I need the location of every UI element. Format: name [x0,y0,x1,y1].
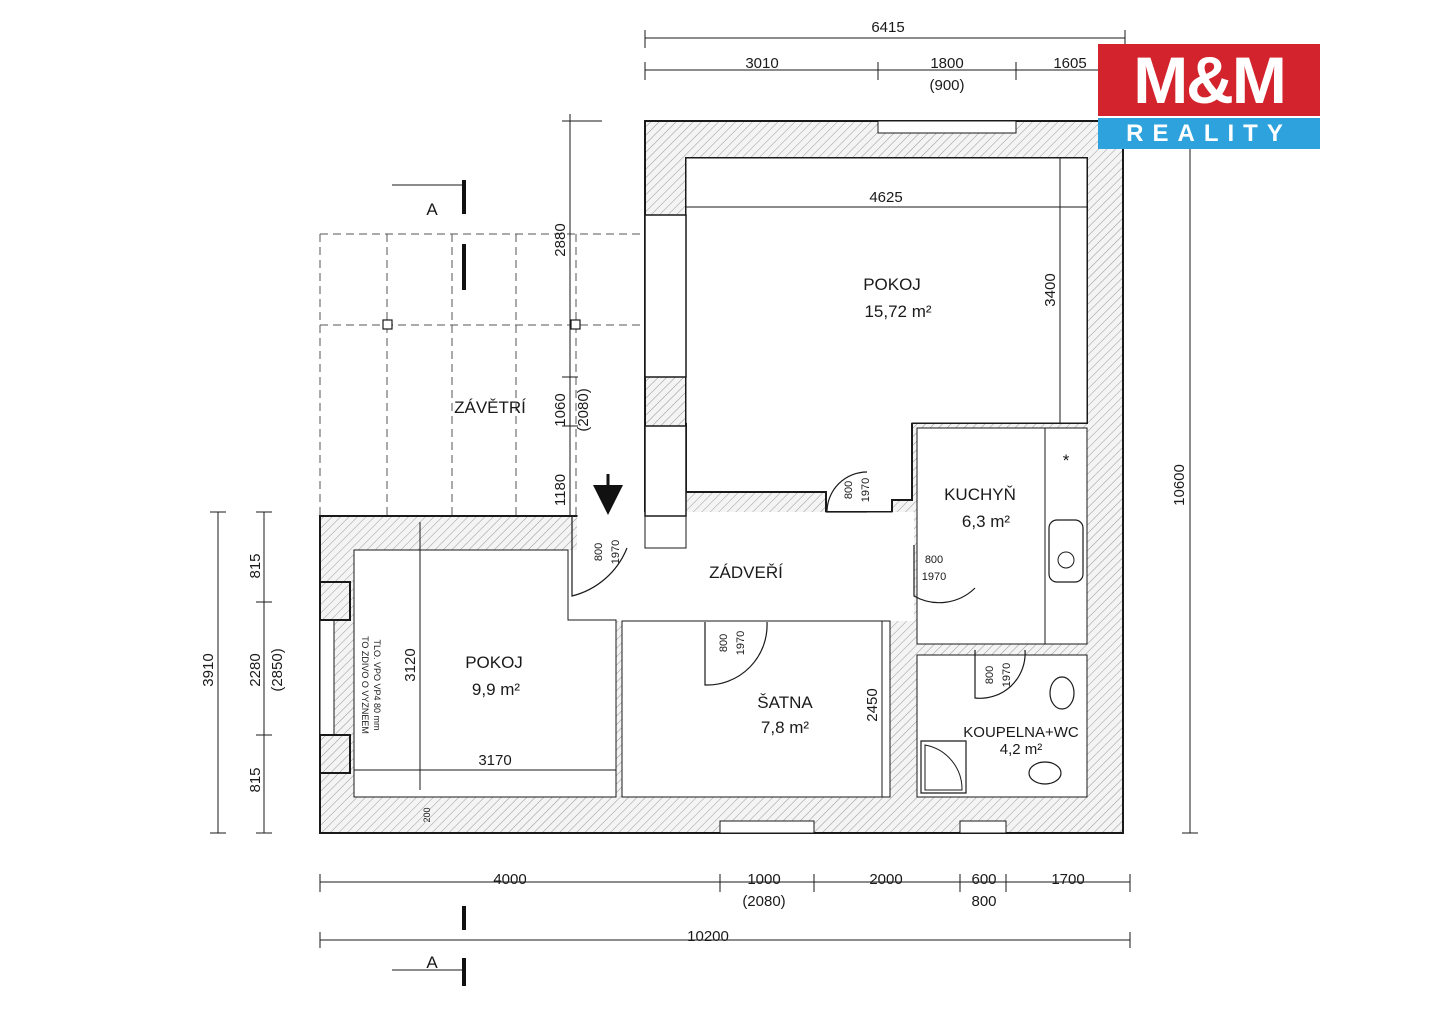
dim-satna-h: 2450 [864,688,881,721]
insulation-note-1: TO ZDIVO O VYZNEEM [360,636,370,734]
dim-outer-left-b: 2280 [247,653,264,686]
section-mark-bottom: A [426,953,438,972]
dim-bottom-d: 600 [971,871,996,888]
dimension-texts: 6415 3010 1800 (900) 1605 4625 3400 1060… [200,19,1188,945]
dim-bottom-e: 1700 [1051,871,1084,888]
door-entry-w: 800 [593,543,605,561]
dim-left-col-b: 1060 [552,393,569,426]
dim-bottom-c: 2000 [869,871,902,888]
dim-bottom-b: 1000 [747,871,780,888]
room-zavetri-name: ZÁVĚTRÍ [454,398,526,417]
dim-top-a: 3010 [745,55,778,72]
room-pokoj-small-area: 9,9 m² [472,680,521,699]
dim-inner-width-big: 4625 [869,189,902,206]
room-labels: POKOJ 15,72 m² POKOJ 9,9 m² KUCHYŇ 6,3 m… [454,275,1079,758]
dim-top-b: 1800 [930,55,963,72]
room-pokoj-small-name: POKOJ [465,653,523,672]
dim-small-room-h: 3120 [402,648,419,681]
room-zadveri-name: ZÁDVEŘÍ [709,563,783,582]
room-koupelna-name: KOUPELNA+WC [963,724,1079,741]
dim-outer-left-a: 815 [247,553,264,578]
dim-outer-left-total: 3910 [200,653,217,686]
dim-left-col-c: 1180 [552,474,569,506]
door-koupelna-w: 800 [984,666,996,684]
dimension-lines [210,30,1198,948]
dim-top-total: 6415 [871,19,904,36]
dim-small-room-w: 3170 [478,752,511,769]
door-pokoj-h: 1970 [860,478,872,502]
room-pokoj-big-area: 15,72 m² [864,302,931,321]
room-pokoj-big-name: POKOJ [863,275,921,294]
dim-right-total: 10600 [1171,464,1188,506]
door-satna-w: 800 [718,634,730,652]
door-satna-h: 1970 [735,631,747,655]
dim-left-col-a: 2880 [552,223,569,256]
insulation-note-2: TLO. VPO VP4 80 mm [372,639,382,730]
door-entry-h: 1970 [610,540,622,564]
room-koupelna-area: 4,2 m² [1000,741,1043,758]
dim-bottom-b-sub: (2080) [742,893,785,910]
door-kuchyn-w: 800 [925,554,943,566]
room-kuchyn-area: 6,3 m² [962,512,1011,531]
insulation-note: TO ZDIVO O VYZNEEM TLO. VPO VP4 80 mm [360,636,382,734]
dim-outer-left-b-sub: (2850) [269,648,286,691]
room-satna-name: ŠATNA [757,693,813,712]
room-satna-area: 7,8 m² [761,718,810,737]
door-kuchyn-h: 1970 [922,571,946,583]
fridge-icon: * [1063,451,1070,470]
dim-inner-height-big: 3400 [1042,273,1059,306]
door-pokoj-w: 800 [843,481,855,499]
dim-top-c: 1605 [1053,55,1086,72]
brand-logo: M&M REALITY [1098,44,1320,149]
door-labels: 800 1970 800 1970 800 1970 800 1970 800 … [593,478,1013,687]
dim-bottom-d-sub: 800 [971,893,996,910]
section-mark-top: A [426,200,438,219]
terrace-grid [319,233,645,516]
brand-logo-sub: REALITY [1098,118,1320,149]
doors [571,471,1026,699]
section-marks: A A [392,180,466,986]
dim-outer-left-c: 815 [247,767,264,792]
fixtures: * [920,427,1088,794]
door-koupelna-h: 1970 [1001,663,1013,687]
dim-bottom-total: 10200 [687,928,729,945]
room-kuchyn-name: KUCHYŇ [944,485,1016,504]
brand-logo-mark: M&M [1098,44,1320,116]
dim-left-col-b-sub: (2080) [575,388,592,431]
dim-bottom-a: 4000 [493,871,526,888]
dim-top-b-sub: (900) [929,77,964,94]
dim-sill: 200 [422,807,432,822]
